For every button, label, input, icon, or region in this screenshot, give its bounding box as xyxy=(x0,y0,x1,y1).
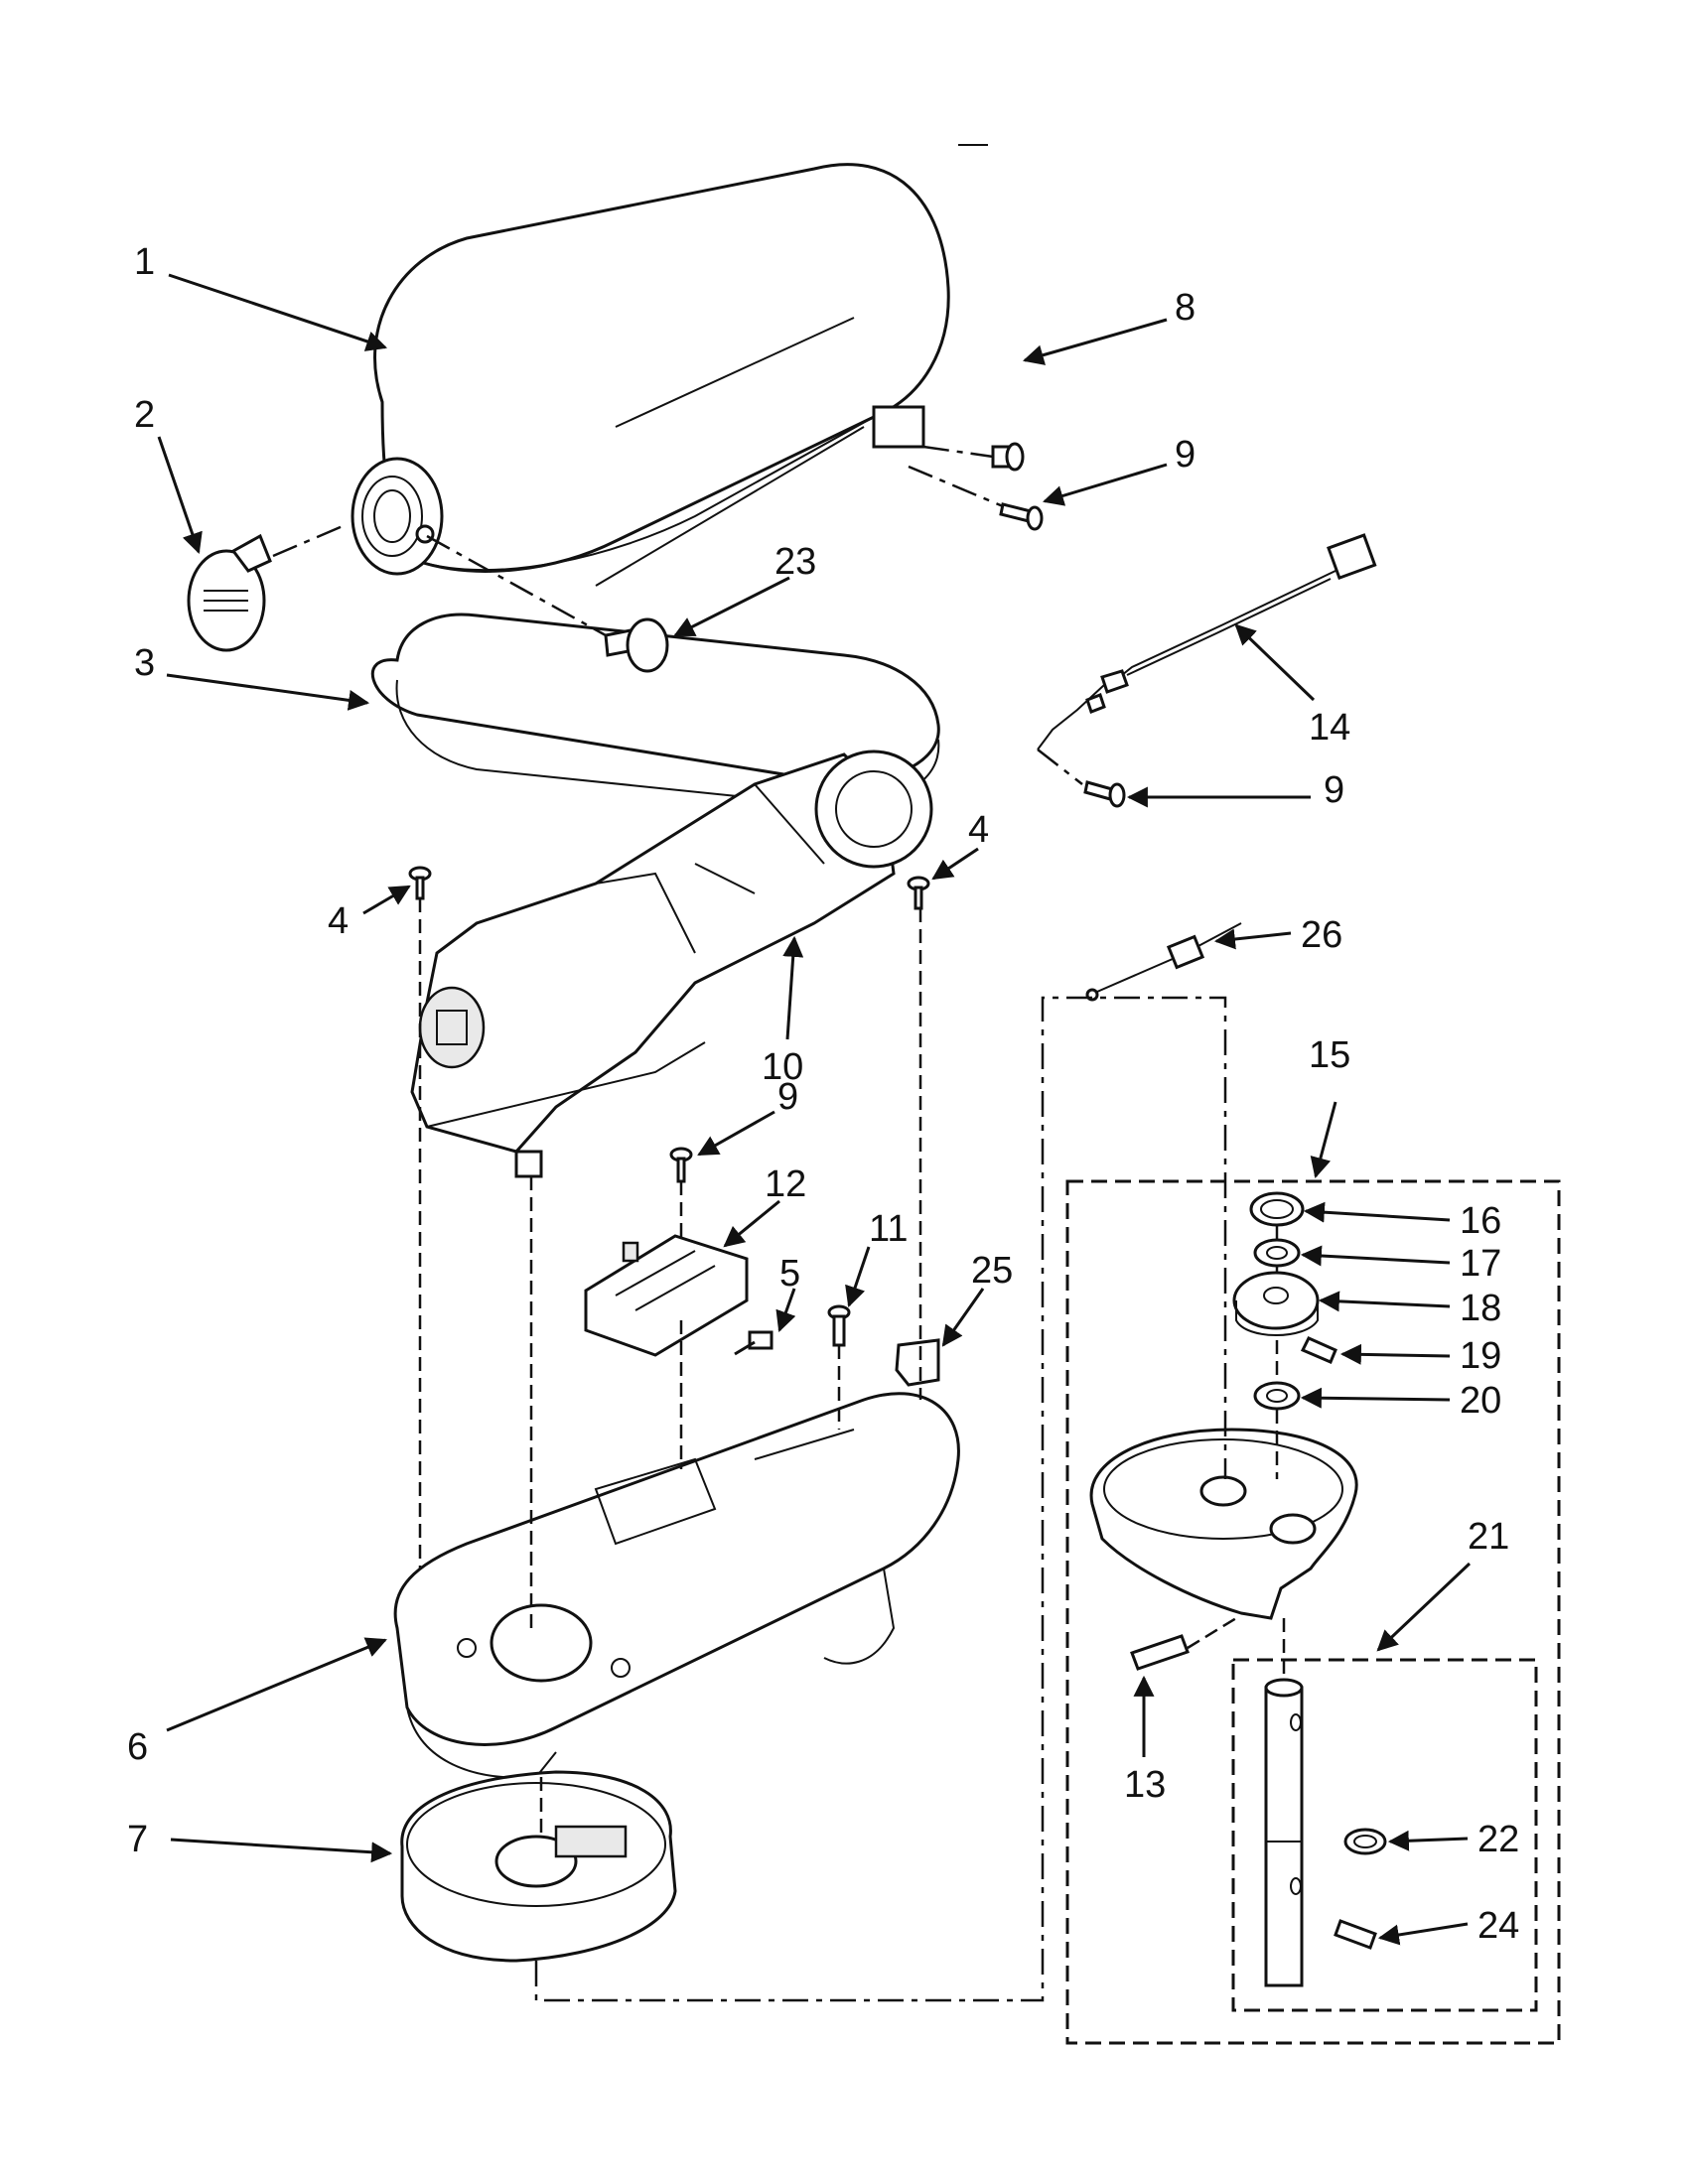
callout-24: 24 xyxy=(1477,1905,1519,1947)
callout-4-left: 4 xyxy=(328,900,349,942)
callout-25: 25 xyxy=(971,1250,1013,1292)
callout-1: 1 xyxy=(134,241,155,283)
callout-2: 2 xyxy=(134,394,155,436)
hub-cover-part xyxy=(187,533,272,652)
screw-9-center-part xyxy=(669,1147,693,1183)
screw-11-part xyxy=(827,1304,851,1347)
callout-10: 10 xyxy=(762,1046,803,1088)
motor-part xyxy=(410,750,933,1178)
callout-20: 20 xyxy=(1460,1380,1501,1422)
callout-leaders xyxy=(157,273,1472,1946)
callout-12: 12 xyxy=(765,1163,806,1205)
callout-9-center: 9 xyxy=(777,1076,798,1118)
gear-plate-part xyxy=(400,1770,677,1963)
switch-5-part xyxy=(734,1330,774,1356)
motor-housing-part xyxy=(373,163,950,587)
washer-17-part xyxy=(1253,1238,1301,1268)
callout-22: 22 xyxy=(1477,1819,1519,1860)
ring-22-part xyxy=(1343,1828,1387,1855)
callout-3: 3 xyxy=(134,642,155,684)
screw-9-cord-part xyxy=(1083,780,1126,808)
pin-13-part xyxy=(1130,1634,1190,1671)
callout-16: 16 xyxy=(1460,1200,1501,1242)
callout-8: 8 xyxy=(1175,287,1196,329)
callout-15: 15 xyxy=(1309,1034,1350,1076)
thumb-screw-part xyxy=(604,617,669,673)
callout-9-cord: 9 xyxy=(1324,769,1344,811)
callout-labels: 1 2 3 8 9 23 14 9 4 10 4 26 15 9 12 11 5… xyxy=(127,241,1519,1947)
planetary-housing-part xyxy=(1089,1428,1358,1620)
power-cord-part xyxy=(1037,533,1377,751)
washer-20-part xyxy=(1253,1381,1301,1411)
callout-18: 18 xyxy=(1460,1288,1501,1329)
callout-5: 5 xyxy=(779,1253,800,1295)
callout-13: 13 xyxy=(1124,1764,1166,1806)
callout-7: 7 xyxy=(127,1819,148,1860)
assembly-21-box xyxy=(1231,1658,1538,2012)
screw-9-upper-part xyxy=(999,502,1044,531)
base-part xyxy=(393,1392,960,1779)
assembly-15-box xyxy=(1065,1179,1561,2045)
retaining-ring-16-part xyxy=(1249,1191,1305,1227)
gear-18-part xyxy=(1232,1271,1320,1336)
beater-shaft-part xyxy=(1264,1678,1304,1987)
callout-23: 23 xyxy=(774,541,816,583)
control-board-part xyxy=(584,1234,749,1357)
callout-6: 6 xyxy=(127,1726,148,1768)
knob-25-part xyxy=(895,1338,940,1387)
screw-8-part xyxy=(991,442,1025,472)
callout-4-right: 4 xyxy=(968,809,989,851)
screw-4-left-part xyxy=(408,866,432,900)
callout-14: 14 xyxy=(1309,707,1350,749)
callout-19: 19 xyxy=(1460,1335,1501,1377)
callout-11: 11 xyxy=(869,1208,908,1250)
pin-19-part xyxy=(1300,1336,1337,1364)
screw-4-right-part xyxy=(907,876,930,910)
callout-17: 17 xyxy=(1460,1243,1501,1285)
callout-9-upper: 9 xyxy=(1175,434,1196,476)
housing-nose-part xyxy=(351,457,444,576)
callout-26: 26 xyxy=(1301,914,1342,956)
alignment-lines xyxy=(272,445,1286,2002)
pin-24-part xyxy=(1334,1919,1377,1950)
callout-21: 21 xyxy=(1468,1516,1509,1558)
wire-harness-part xyxy=(1085,922,1242,1002)
